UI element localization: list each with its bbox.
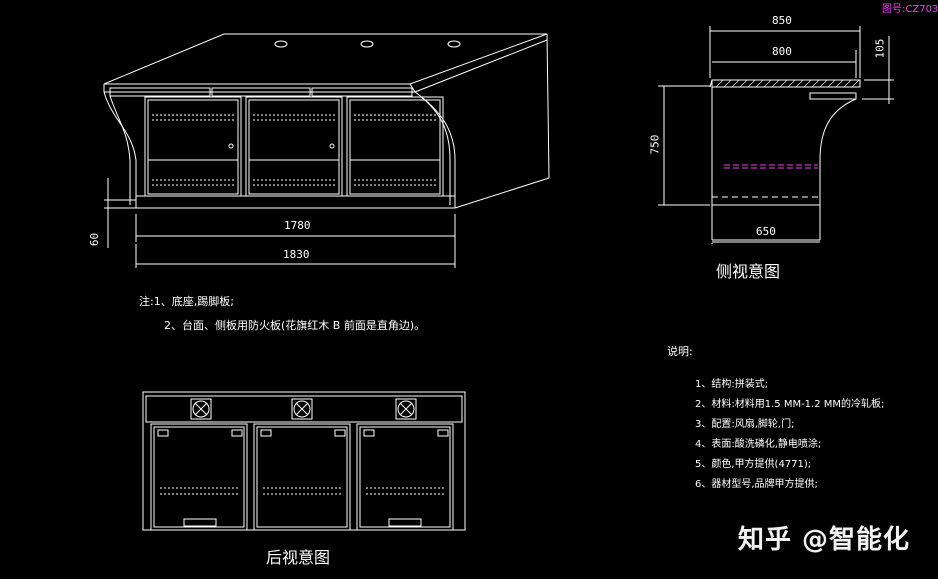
fan-icon — [395, 398, 417, 420]
spec-item: 3、配置:风扇,脚轮,门; — [695, 419, 795, 430]
cabinet-door — [346, 96, 444, 197]
watermark: 知乎 @智能化 — [738, 525, 911, 555]
spec-item: 4、表面:酸洗磷化,静电喷涂; — [695, 439, 822, 450]
desk-top-surface — [103, 33, 548, 85]
front-view — [103, 33, 550, 268]
cable-hole — [447, 40, 461, 48]
fan-icon — [190, 398, 212, 420]
dim-650: 650 — [756, 225, 776, 238]
cabinet-door — [144, 96, 242, 197]
note-line-2: 2、台面、侧板用防火板(花旗红木 B 前面是直角边)。 — [164, 319, 426, 332]
vent-grille — [152, 114, 436, 186]
note-line-1: 注:1、底座,踢脚板; — [139, 295, 234, 308]
rear-view — [142, 391, 466, 531]
side-view — [658, 26, 894, 244]
spec-heading: 说明: — [667, 345, 693, 358]
side-view-title: 侧视意图 — [716, 262, 781, 281]
spec-item: 1、结构:拼装式; — [695, 379, 769, 390]
spec-item: 5、颜色,甲方提供(4771); — [695, 459, 812, 470]
drawing-number: 图号:CZ703 — [882, 4, 938, 15]
dim-60: 60 — [88, 232, 102, 247]
spec-item: 2、材料:材料用1.5 MM-1.2 MM的冷轧板; — [695, 399, 885, 410]
dim-105: 105 — [873, 38, 887, 59]
cable-hole — [274, 40, 288, 48]
dim-1830: 1830 — [283, 248, 310, 261]
dim-1780: 1780 — [284, 219, 311, 232]
fan-icon — [291, 398, 313, 420]
dim-850: 850 — [772, 14, 792, 27]
rear-view-title: 后视意图 — [266, 548, 331, 567]
cabinet-door — [245, 96, 343, 197]
cable-hole — [360, 40, 374, 48]
dim-800: 800 — [772, 45, 792, 58]
spec-item: 6、器材型号,品牌甲方提供; — [695, 479, 818, 490]
dim-750: 750 — [648, 134, 662, 155]
